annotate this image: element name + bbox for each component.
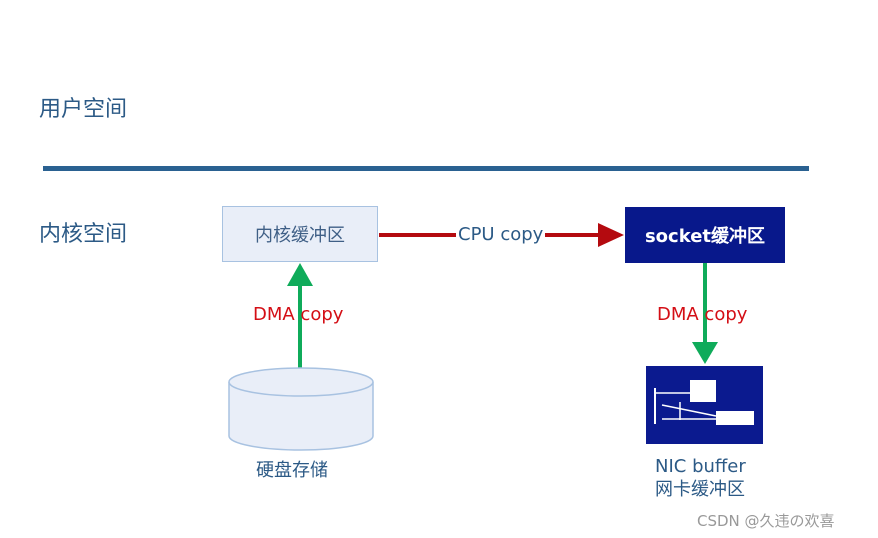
kernel-space-label: 内核空间 xyxy=(39,222,128,247)
dma-copy-disk-label: DMA copy xyxy=(253,304,344,325)
nic-caption-line1: NIC buffer xyxy=(655,456,746,477)
disk-caption: 硬盘存储 xyxy=(256,460,328,481)
dma-copy-down-arrow xyxy=(692,263,718,364)
kernel-buffer-label: 内核缓冲区 xyxy=(255,225,345,246)
user-space-label: 用户空间 xyxy=(39,97,128,122)
dma-copy-up-arrow xyxy=(287,263,313,368)
nic-caption: NIC buffer 网卡缓冲区 xyxy=(655,456,746,501)
user-kernel-divider xyxy=(43,166,809,171)
socket-buffer-label: socket缓冲区 xyxy=(644,226,766,247)
nic-caption-line2: 网卡缓冲区 xyxy=(655,478,745,500)
cylinder-icon xyxy=(228,367,374,451)
socket-buffer-node: socket缓冲区 xyxy=(625,207,785,263)
cpu-copy-label: CPU copy xyxy=(456,224,546,245)
network-card-icon xyxy=(646,366,763,444)
kernel-buffer-node: 内核缓冲区 xyxy=(222,206,378,262)
dma-copy-nic-label: DMA copy xyxy=(657,304,748,325)
watermark-text: CSDN @久违の欢喜 xyxy=(697,512,835,530)
